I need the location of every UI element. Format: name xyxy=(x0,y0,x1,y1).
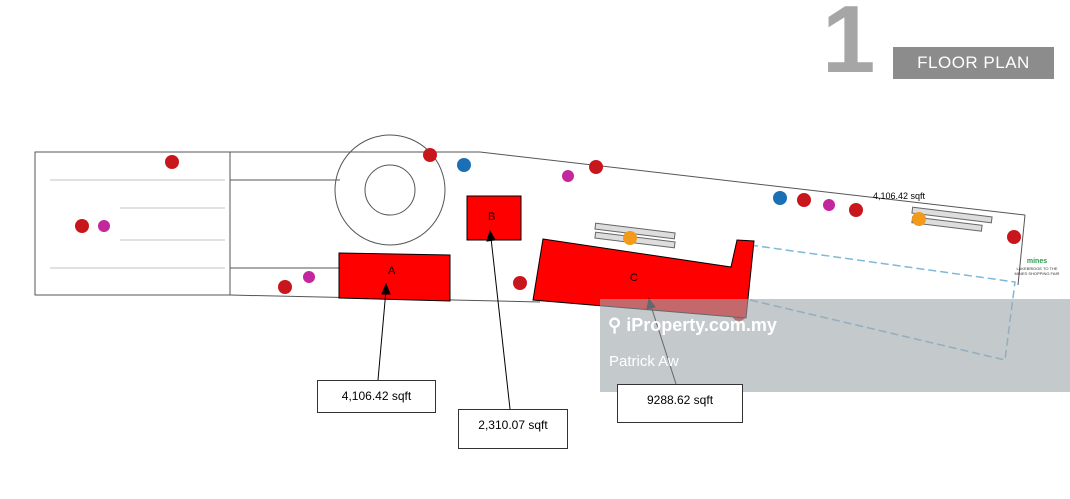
mines-logo-caption: LAKEBRIDGE TO THE MINES SHOPPING FAIR xyxy=(1014,266,1060,276)
floor-plan-title: FLOOR PLAN xyxy=(893,47,1054,79)
building-outline xyxy=(34,134,1026,303)
watermark-agent: Patrick Aw xyxy=(609,353,679,370)
mines-logo: mines LAKEBRIDGE TO THE MINES SHOPPING F… xyxy=(1012,258,1062,276)
unit-b-label: B xyxy=(488,211,496,223)
unit-a-area-box: 4,106.42 sqft xyxy=(317,380,436,413)
parking-bays xyxy=(50,179,225,269)
unit-b-area-box: 2,310.07 sqft xyxy=(458,409,568,449)
extra-area-note: 4,106.42 sqft xyxy=(873,191,926,201)
watermark-brand: ⚲ iProperty.com.my xyxy=(608,315,777,335)
mines-logo-name: mines xyxy=(1026,258,1048,265)
unit-c-label: C xyxy=(630,272,638,284)
unit-c-shape xyxy=(532,238,755,319)
escalators xyxy=(594,206,993,249)
units xyxy=(338,195,755,319)
unit-c-area-box: 9288.62 sqft xyxy=(617,384,743,423)
watermark-brand-text: iProperty.com.my xyxy=(626,315,777,335)
unit-a-label: A xyxy=(388,265,396,277)
amenity-icons xyxy=(98,158,926,283)
unit-a-shape xyxy=(338,252,451,302)
watermark-overlay xyxy=(600,299,1070,392)
unit-b-shape xyxy=(466,195,522,241)
floor-number: 1 xyxy=(822,0,876,93)
